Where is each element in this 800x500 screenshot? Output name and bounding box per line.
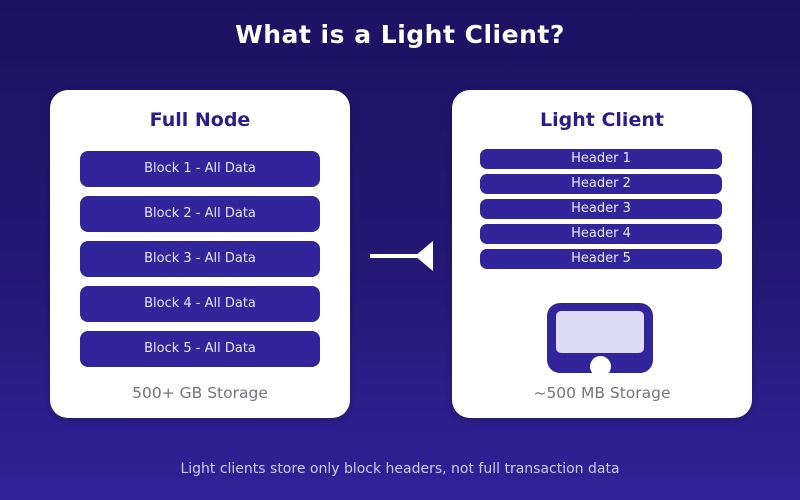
footer-caption: Light clients store only block headers, … bbox=[180, 461, 620, 477]
page-title: What is a Light Client? bbox=[235, 20, 565, 49]
full-node-card: Full Node Block 1 - All Data Block 2 - A… bbox=[50, 90, 350, 418]
block-bar: Block 3 - All Data bbox=[80, 241, 320, 277]
block-bar: Block 1 - All Data bbox=[80, 151, 320, 187]
header-bar: Header 2 bbox=[480, 174, 722, 194]
light-client-storage-label: ~500 MB Storage bbox=[533, 384, 671, 402]
header-bar: Header 1 bbox=[480, 149, 722, 169]
phone-screen bbox=[556, 311, 644, 353]
header-bar: Header 4 bbox=[480, 224, 722, 244]
phone-home-button bbox=[590, 356, 611, 377]
full-node-storage-label: 500+ GB Storage bbox=[132, 384, 268, 402]
block-bar: Block 5 - All Data bbox=[80, 331, 320, 367]
light-client-header-list: Header 1 Header 2 Header 3 Header 4 Head… bbox=[480, 149, 722, 269]
header-bar: Header 5 bbox=[480, 249, 722, 269]
block-bar: Block 2 - All Data bbox=[80, 196, 320, 232]
phone-icon bbox=[547, 303, 653, 377]
block-bar: Block 4 - All Data bbox=[80, 286, 320, 322]
light-client-card: Light Client Header 1 Header 2 Header 3 … bbox=[452, 90, 752, 418]
full-node-block-list: Block 1 - All Data Block 2 - All Data Bl… bbox=[80, 151, 320, 367]
light-client-title: Light Client bbox=[540, 109, 664, 131]
full-node-title: Full Node bbox=[149, 109, 251, 131]
header-bar: Header 3 bbox=[480, 199, 722, 219]
arrow-icon bbox=[370, 241, 433, 271]
